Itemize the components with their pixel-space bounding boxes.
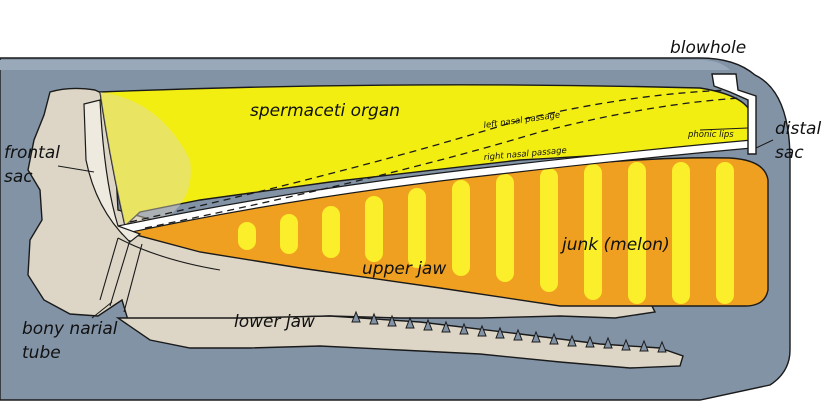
label-bony-narial-2: tube [22, 343, 61, 363]
skin-top-band [0, 60, 730, 70]
blowhole-channel [711, 73, 757, 155]
label-blowhole: blowhole [670, 38, 746, 58]
label-frontal-sac-2: sac [4, 167, 33, 187]
label-frontal-sac-1: frontal [4, 143, 60, 163]
cranial-basin-shade [100, 92, 191, 226]
lower-jaw-teeth [351, 310, 667, 353]
lower-jaw-bone [115, 315, 684, 369]
label-phonic-lips: phonic lips [687, 130, 734, 140]
label-upper-jaw: upper jaw [362, 259, 446, 279]
bony-narial-tube [99, 237, 221, 313]
label-lower-jaw: lower jaw [234, 312, 315, 332]
label-bony-narial-1: bony narial [22, 319, 118, 339]
label-spermaceti-organ: spermaceti organ [250, 101, 400, 121]
left-nasal-passage [129, 89, 737, 223]
leader-lines [57, 127, 774, 319]
label-distal-sac-1: distal [775, 119, 821, 139]
label-junk: junk (melon) [560, 235, 670, 255]
frontal-sac-wall [83, 99, 142, 243]
label-distal-sac-2: sac [775, 143, 804, 163]
left-nasal-passage-lower [144, 97, 741, 229]
junk-stripes [238, 162, 734, 304]
